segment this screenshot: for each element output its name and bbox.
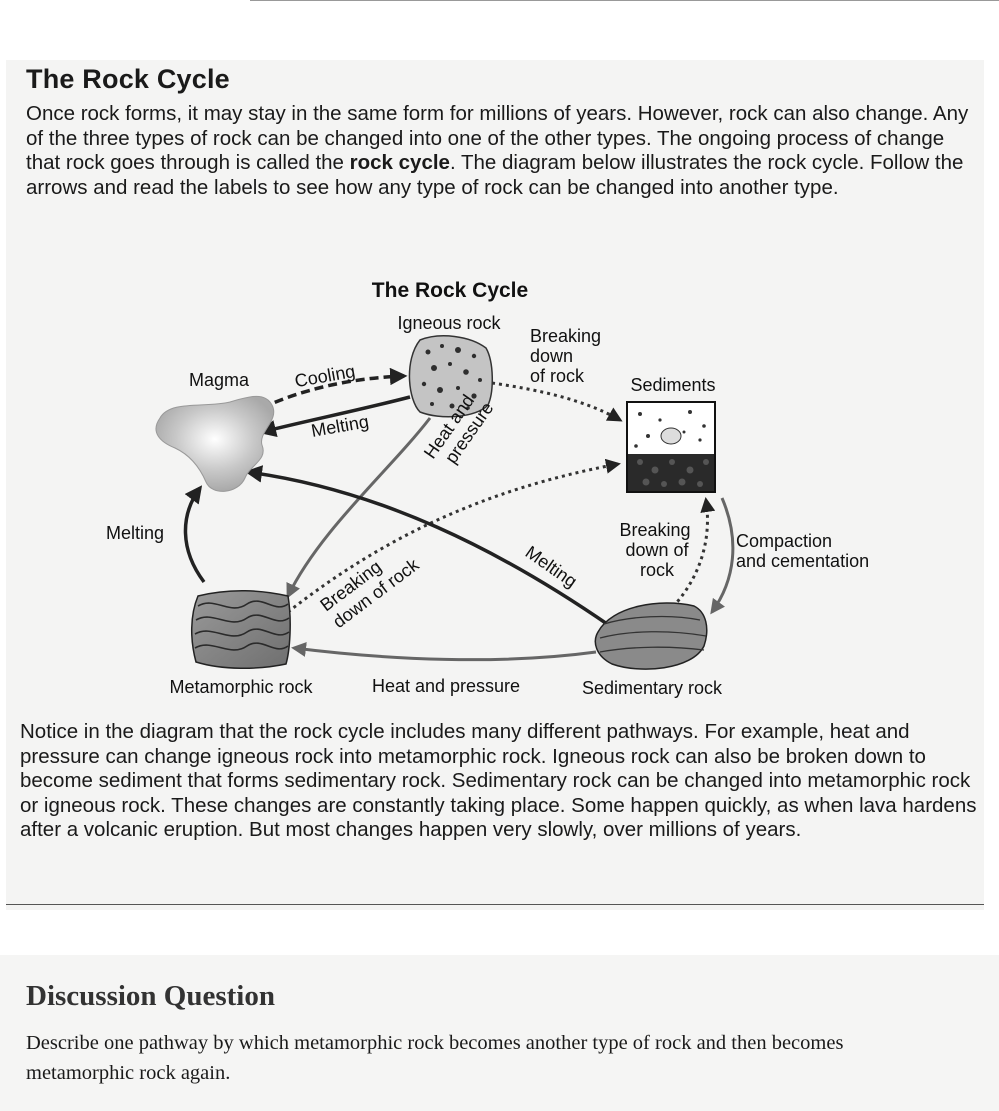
sedimentary-rock-label: Sedimentary rock	[582, 678, 723, 698]
discussion-title: Discussion Question	[26, 980, 275, 1012]
page-background	[6, 60, 984, 910]
heat-pressure-bottom-arrow	[291, 642, 597, 662]
top-edge-line	[250, 0, 999, 1]
igneous-rock-icon	[408, 335, 493, 418]
melting-label-diag: Melting	[522, 542, 581, 592]
heat-pressure-bottom-label: Heat and pressure	[372, 676, 520, 696]
magma-icon	[155, 395, 275, 492]
magma-label: Magma	[189, 370, 250, 390]
sediments-label: Sediments	[630, 375, 715, 395]
metamorphic-rock-icon	[190, 590, 291, 669]
arrows	[183, 367, 735, 662]
breaking-arrow-mid	[287, 458, 621, 614]
cooling-label: Cooling	[293, 361, 357, 391]
melting-arrow-left	[183, 485, 206, 584]
breaking-label-top-3: of rock	[530, 366, 585, 386]
igneous-rock-label: Igneous rock	[397, 313, 501, 333]
melting-arrow-top	[258, 395, 411, 438]
discussion-question: Describe one pathway by which metamorphi…	[26, 1032, 844, 1084]
section-title: The Rock Cycle	[26, 64, 230, 94]
compaction-label-1: Compaction	[736, 531, 832, 551]
compaction-label-2: and cementation	[736, 551, 869, 571]
intro-text-start: Once rock forms, it may stay in the same…	[26, 102, 969, 174]
compaction-arrow	[710, 497, 735, 615]
intro-text-end: . The diagram below illustrates the rock…	[26, 151, 964, 199]
breaking-label-mid: Breaking down of rock	[316, 554, 423, 632]
melting-label-top: Melting	[310, 411, 371, 441]
breaking-arrow-top	[491, 381, 623, 422]
sediments-icon	[626, 401, 716, 493]
breaking-label-top-2: down	[530, 346, 573, 366]
breaking-arrow-right	[666, 497, 716, 614]
breaking-label-top-1: Breaking	[530, 326, 601, 346]
intro-paragraph: Once rock forms, it may stay in the same…	[26, 102, 981, 200]
diagram-title: The Rock Cycle	[372, 279, 528, 302]
breaking-label-right-2: down of	[625, 540, 689, 560]
section-divider	[6, 904, 984, 905]
cooling-arrow	[261, 367, 408, 410]
discussion-background	[0, 955, 999, 1111]
breaking-label-right-1: Breaking	[619, 520, 690, 540]
breaking-label-right-3: rock	[640, 560, 675, 580]
heat-pressure-diag-arrow	[286, 417, 432, 599]
closing-paragraph: Notice in the diagram that the rock cycl…	[20, 720, 977, 841]
metamorphic-rock-label: Metamorphic rock	[169, 677, 313, 697]
rock-cycle-term: rock cycle	[349, 151, 450, 174]
sedimentary-rock-icon	[594, 602, 708, 670]
melting-label-left: Melting	[106, 523, 164, 543]
melting-arrow-diag	[244, 465, 611, 628]
